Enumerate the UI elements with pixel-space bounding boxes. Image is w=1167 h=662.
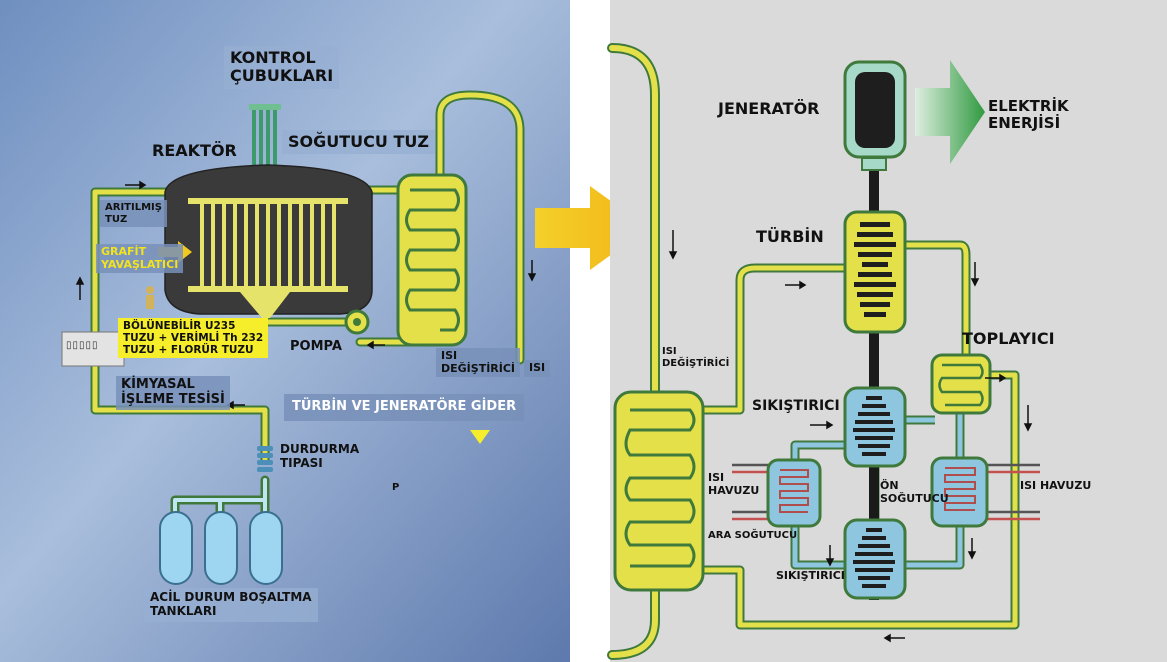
label-heat-sink-left-line1: ISI <box>708 471 725 484</box>
label-freeze-plug-line1: DURDURMA <box>280 442 360 456</box>
pump <box>344 309 370 335</box>
freeze-plug <box>257 446 273 472</box>
chemical-processing-panel <box>61 331 125 367</box>
generator <box>843 60 907 171</box>
label-reactor: REAKTÖR <box>152 141 237 160</box>
label-heat-left: ISI <box>524 360 551 377</box>
compressor-top <box>843 386 907 468</box>
label-p: P <box>392 482 400 493</box>
left-flow-arrows <box>75 180 537 410</box>
label-to-turbine: TÜRBİN VE JENERATÖRE GİDER <box>284 394 525 421</box>
label-freeze-plug-line2: TIPASI <box>280 455 323 470</box>
label-fuel-line2: TUZU + VERİMLİ Th 232 <box>123 332 264 345</box>
label-graphite-moderator: GRAFİT YAVAŞLATICI <box>96 244 184 274</box>
label-heat-exchanger-left: ISI DEĞİŞTİRİCİ <box>436 348 521 378</box>
operator-figure <box>146 286 154 309</box>
label-intercooler: ARA SOĞUTUCU <box>708 530 798 541</box>
label-emergency-line1: ACİL DURUM BOŞALTMA <box>150 590 312 604</box>
intercooler <box>766 458 822 528</box>
label-heat-exchanger-right-line2: DEĞİŞTİRİCİ <box>662 357 730 369</box>
label-chemical-line2: İŞLEME TESİSİ <box>121 391 225 407</box>
precooler <box>930 456 989 528</box>
control-rods <box>249 104 281 168</box>
label-heat-exchanger-left-line1: ISI <box>441 349 458 362</box>
electric-energy-arrow <box>915 60 985 164</box>
label-heat-exchanger-right-line1: ISI <box>662 346 677 357</box>
main-shaft <box>869 160 879 600</box>
label-emergency-line2: TANKLARI <box>150 603 217 618</box>
label-precooler: ÖN SOĞUTUCU <box>880 479 949 505</box>
label-pump: POMPA <box>290 339 342 354</box>
compressor-bottom <box>843 518 907 600</box>
turbine-direction-triangle <box>470 430 490 444</box>
label-electric-energy: ELEKTRİK ENERJİSİ <box>988 97 1069 133</box>
center-yellow-arrow <box>535 186 648 270</box>
label-recuperator: TOPLAYICI <box>962 329 1055 348</box>
label-compressor-bottom: SIKIŞTIRICI <box>776 569 845 582</box>
label-fuel-salt: BÖLÜNEBİLİR U235 TUZU + VERİMLİ Th 232 T… <box>118 318 269 359</box>
right-gas-loop <box>700 240 1020 630</box>
label-fuel-line3: TUZU + FLORÜR TUZU <box>123 344 254 357</box>
right-primary-loop <box>607 43 660 660</box>
label-heat-sink-left-line2: HAVUZU <box>708 483 760 497</box>
label-coolant-salt: SOĞUTUCU TUZ <box>282 130 435 155</box>
graphite-core <box>188 198 348 318</box>
label-chemical-plant: KİMYASAL İŞLEME TESİSİ <box>116 376 230 410</box>
label-fuel-line1: BÖLÜNEBİLİR U235 <box>123 320 236 332</box>
label-chemical-line1: KİMYASAL <box>121 377 195 392</box>
middle-divider <box>570 0 610 662</box>
label-graphite-line2: YAVAŞLATICI <box>101 257 179 271</box>
heat-sink-lines <box>732 463 1040 521</box>
label-turbine: TÜRBİN <box>756 227 824 246</box>
label-control-rods: KONTROL ÇUBUKLARI <box>224 46 340 89</box>
right-heat-exchanger <box>613 390 705 592</box>
label-control-rods-line2: ÇUBUKLARI <box>230 66 334 86</box>
label-compressor-top: SIKIŞTIRICI <box>752 398 840 414</box>
label-graphite-line1: GRAFİT <box>101 245 147 258</box>
recuperator <box>930 353 992 415</box>
label-emergency-tanks: ACİL DURUM BOŞALTMA TANKLARI <box>144 588 318 622</box>
label-precooler-line1: ÖN <box>880 479 899 492</box>
label-purified-salt-line2: TUZ <box>105 213 128 225</box>
label-purified-salt-line1: ARITILMIŞ <box>105 202 162 213</box>
label-control-rods-line1: KONTROL <box>230 48 316 67</box>
label-freeze-plug: DURDURMA TIPASI <box>280 442 360 471</box>
label-heat-sink-right: ISI HAVUZU <box>1020 479 1092 492</box>
emergency-tanks <box>159 511 283 585</box>
panel-indicators: ▯▯▯▯▯ <box>66 340 99 351</box>
left-heat-exchanger <box>396 173 468 347</box>
label-purified-salt: ARITILMIŞ TUZ <box>100 200 167 227</box>
label-electric-line1: ELEKTRİK <box>988 97 1069 115</box>
label-electric-line2: ENERJİSİ <box>988 114 1061 133</box>
label-precooler-line2: SOĞUTUCU <box>880 491 949 505</box>
right-flow-arrows <box>668 230 1033 643</box>
label-heat-exchanger-left-line2: DEĞİŞTİRİCİ <box>441 361 516 375</box>
label-generator: JENERATÖR <box>718 99 820 118</box>
label-heat-sink-left: ISI HAVUZU <box>708 471 760 497</box>
turbine <box>843 210 907 334</box>
label-heat-exchanger-right: ISI DEĞİŞTİRİCİ <box>662 346 729 369</box>
